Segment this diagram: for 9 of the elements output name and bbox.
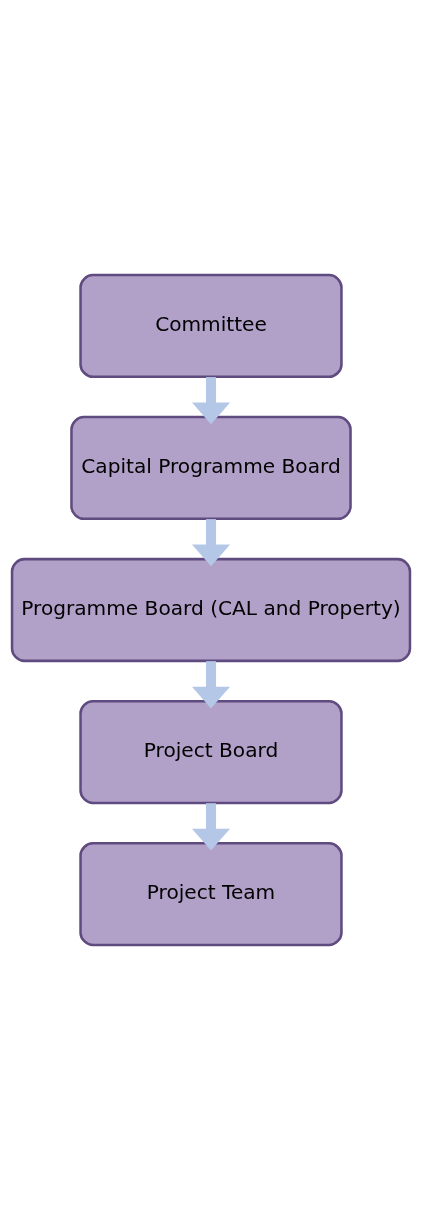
node-box: Committee	[79, 273, 343, 379]
arrow	[191, 803, 231, 851]
arrow	[191, 661, 231, 709]
node-box: Project Team	[79, 841, 343, 947]
node-box: Capital Programme Board	[70, 415, 352, 521]
arrow	[191, 519, 231, 567]
node-box: Programme Board (CAL and Property)	[10, 557, 412, 663]
arrow	[191, 377, 231, 425]
node-box: Project Board	[79, 699, 343, 805]
